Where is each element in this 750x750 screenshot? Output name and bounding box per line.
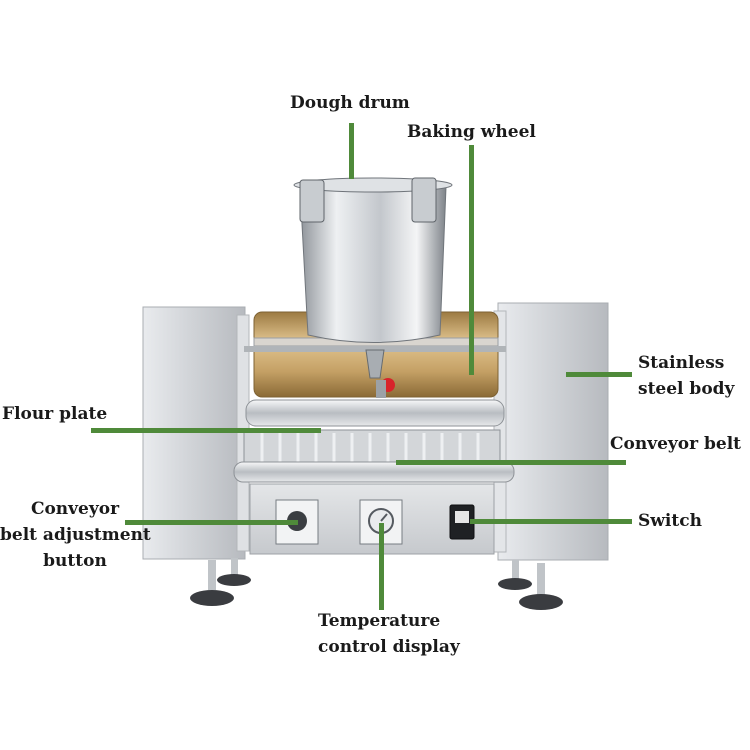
leader-conveyor-belt xyxy=(396,460,626,465)
label-flour-plate: Flour plate xyxy=(2,404,108,424)
drum-clamp-left xyxy=(299,179,325,223)
leader-conveyor-adj xyxy=(125,520,298,525)
label-conveyor-belt-adjustment: Conveyor belt adjustment button xyxy=(0,499,151,571)
label-baking-wheel: Baking wheel xyxy=(407,122,536,142)
dough-drum-shape xyxy=(299,186,447,343)
baking-wheel-axle xyxy=(244,346,506,352)
temperature-needle xyxy=(380,513,388,522)
conveyor-front-roller xyxy=(233,461,515,483)
leader-baking-wheel xyxy=(469,145,474,375)
label-temperature-control: Temperature control display xyxy=(318,611,460,657)
label-switch: Switch xyxy=(638,511,702,531)
label-stainless-steel-body: Stainless steel body xyxy=(638,353,735,399)
leader-stainless xyxy=(566,372,632,377)
leader-dough-drum xyxy=(349,123,354,179)
valve-stem xyxy=(376,380,386,398)
left-side-panel xyxy=(142,306,246,560)
leader-switch xyxy=(470,519,632,524)
machine-feet xyxy=(190,558,563,610)
right-side-panel xyxy=(497,302,609,561)
leader-temperature xyxy=(379,523,384,610)
leader-flour-plate xyxy=(91,428,321,433)
label-dough-drum: Dough drum xyxy=(290,93,410,113)
switch-rocker-icon xyxy=(455,511,469,523)
drum-clamp-right xyxy=(411,177,437,223)
drum-nozzle xyxy=(365,349,385,379)
flour-plate-roller xyxy=(245,399,505,427)
label-conveyor-belt: Conveyor belt xyxy=(610,434,742,454)
